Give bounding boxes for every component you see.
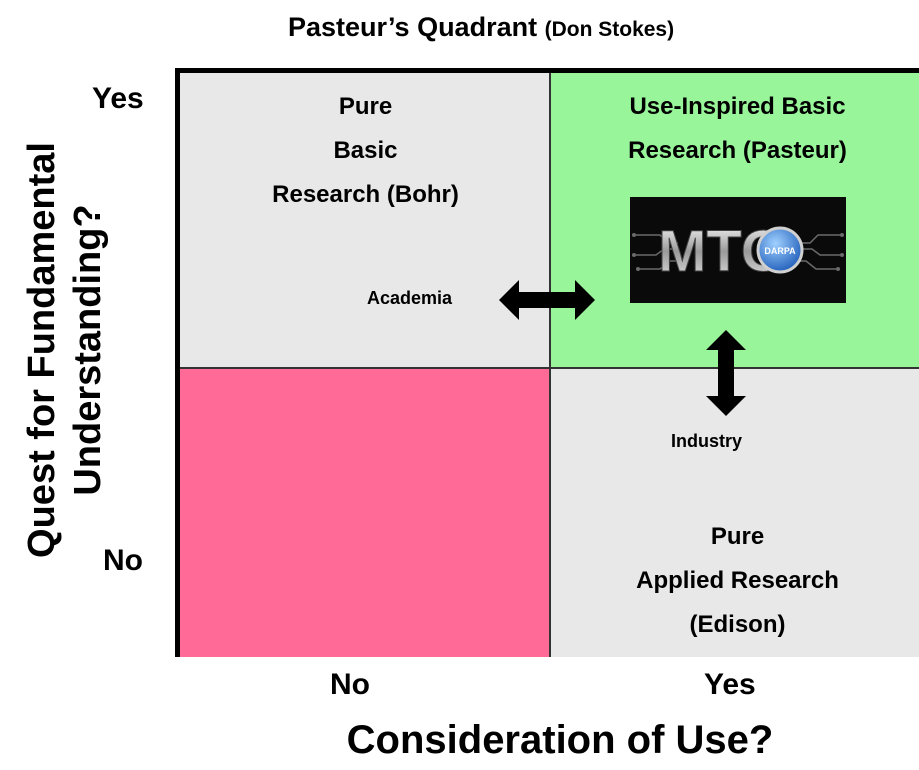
title-main: Pasteur’s Quadrant	[288, 12, 538, 42]
quadrant-tl-line2: Basic	[333, 137, 398, 164]
mto-darpa-logo-icon: MTO DARPA	[630, 197, 846, 303]
quadrant-use-inspired-basic: Use-Inspired Basic Research (Pasteur)	[551, 73, 919, 369]
logo-mto-text: MTO	[658, 219, 786, 284]
horizontal-double-arrow-icon	[499, 280, 595, 320]
x-tick-yes: Yes	[704, 668, 756, 701]
title-sub: (Don Stokes)	[544, 18, 675, 41]
y-axis-label-line2: Understanding?	[67, 204, 109, 496]
quadrant-tr-line2: Research (Pasteur)	[628, 137, 847, 164]
quadrant-tr-line1: Use-Inspired Basic	[629, 93, 846, 120]
logo-darpa-text: DARPA	[764, 246, 796, 256]
quadrant-empty	[180, 369, 551, 657]
quadrant-grid: Pure Basic Research (Bohr) Use-Inspired …	[175, 68, 919, 657]
quadrant-pure-basic: Pure Basic Research (Bohr)	[180, 73, 551, 369]
y-tick-yes: Yes	[92, 82, 144, 115]
industry-label: Industry	[671, 431, 743, 451]
quadrant-br-line2: Applied Research	[636, 567, 839, 594]
y-axis-label: Quest for Fundamental Understanding?	[19, 142, 111, 558]
quadrant-pure-applied: Pure Applied Research (Edison)	[551, 369, 919, 657]
quadrant-tl-line1: Pure	[338, 93, 393, 120]
x-axis-label: Consideration of Use?	[346, 718, 774, 762]
academia-label: Academia	[367, 288, 453, 308]
quadrant-br-line1: Pure	[710, 523, 765, 550]
diagram-title: Pasteur’s Quadrant (Don Stokes)	[288, 12, 848, 43]
x-tick-no: No	[330, 668, 370, 701]
vertical-double-arrow-icon	[706, 330, 746, 416]
quadrant-tl-line3: Research (Bohr)	[272, 181, 459, 208]
y-tick-no: No	[103, 544, 143, 577]
y-axis-label-line1: Quest for Fundamental	[21, 142, 63, 558]
quadrant-br-line3: (Edison)	[689, 611, 786, 638]
